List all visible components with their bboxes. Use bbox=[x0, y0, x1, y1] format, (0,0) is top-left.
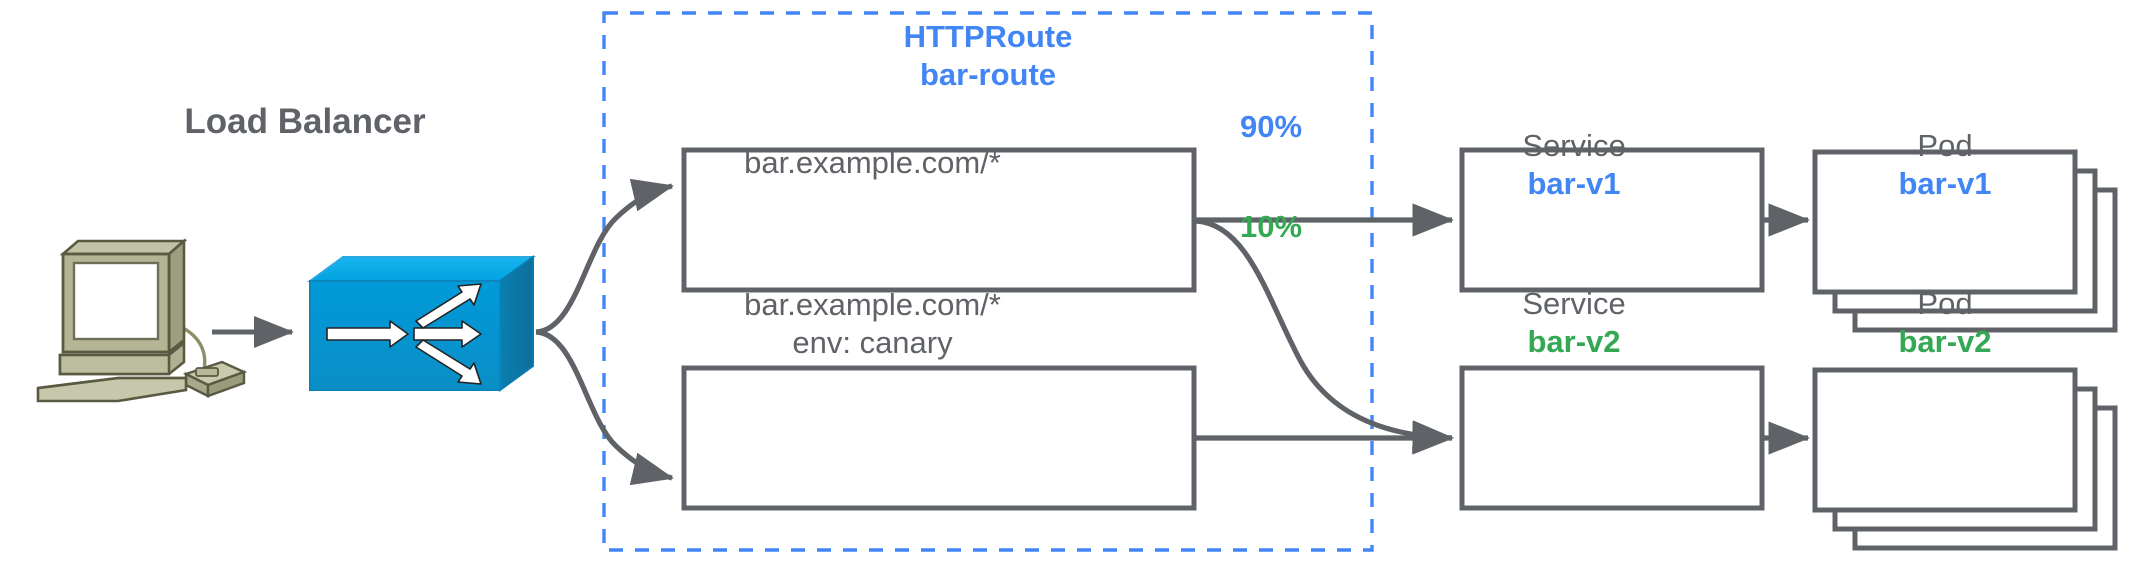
load-balancer-label: Load Balancer bbox=[184, 102, 426, 141]
rule-primary-label: bar.example.com/* bbox=[686, 144, 1059, 182]
weight-10-label: 10% bbox=[1239, 209, 1303, 244]
load-balancer-icon bbox=[306, 255, 537, 392]
httproute-label: HTTPRoute bar-route bbox=[604, 18, 1372, 94]
rule-canary-label: bar.example.com/* env: canary bbox=[686, 286, 1059, 362]
rule-primary-match-line1: bar.example.com/* bbox=[744, 145, 1001, 180]
httproute-kind-label: HTTPRoute bbox=[903, 19, 1073, 54]
pod-kind-label: Pod bbox=[1917, 128, 1973, 163]
pod-replica-front bbox=[1812, 367, 2078, 513]
service-box-bar-v1[interactable] bbox=[1459, 147, 1765, 293]
desktop-computer-icon bbox=[36, 238, 248, 403]
pod-stack-bar-v2[interactable] bbox=[1812, 367, 2118, 551]
weight-90-label: 90% bbox=[1239, 109, 1303, 144]
pod-bar-v1-label: Pod bar-v1 bbox=[1815, 127, 2075, 203]
pod-stack-bar-v1[interactable] bbox=[1812, 149, 2118, 333]
pod-kind-label: Pod bbox=[1917, 286, 1973, 321]
httproute-name-label: bar-route bbox=[919, 56, 1057, 92]
rule-box-canary[interactable] bbox=[681, 365, 1197, 511]
service-name-label: bar-v1 bbox=[1527, 165, 1621, 201]
rule-canary-match-line1: bar.example.com/* bbox=[744, 287, 1001, 322]
service-bar-v2-label: Service bar-v2 bbox=[1464, 285, 1684, 361]
edge-lb-to-rule-canary bbox=[535, 329, 675, 486]
service-name-label: bar-v2 bbox=[1527, 323, 1621, 359]
pod-replica-front bbox=[1812, 149, 2078, 295]
rule-canary-match-line2: env: canary bbox=[792, 324, 953, 360]
service-box-bar-v2[interactable] bbox=[1459, 365, 1765, 511]
pod-name-label: bar-v2 bbox=[1898, 323, 1992, 359]
edge-rule-primary-to-service-v2 bbox=[1195, 218, 1455, 454]
httproute-boundary bbox=[602, 11, 1374, 552]
pod-name-label: bar-v1 bbox=[1898, 165, 1992, 201]
service-bar-v1-label: Service bar-v1 bbox=[1464, 127, 1684, 203]
service-kind-label: Service bbox=[1522, 286, 1626, 321]
edge-lb-to-rule-primary bbox=[535, 178, 675, 335]
rule-box-primary[interactable] bbox=[681, 147, 1197, 293]
service-kind-label: Service bbox=[1522, 128, 1626, 163]
pod-bar-v2-label: Pod bar-v2 bbox=[1815, 285, 2075, 361]
